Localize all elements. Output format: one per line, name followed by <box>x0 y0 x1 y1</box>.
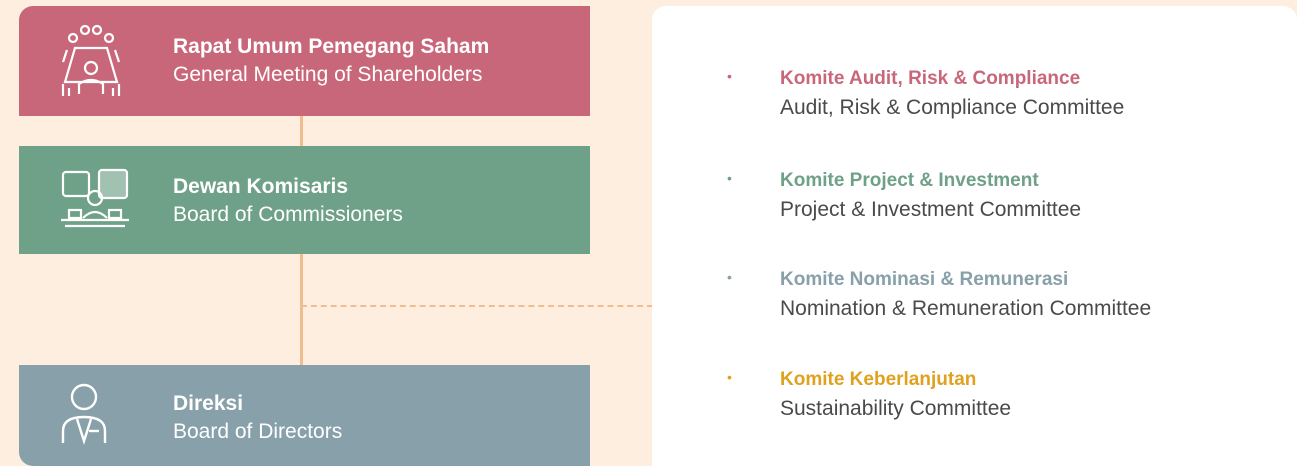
committee-title: Komite Project & Investment <box>780 170 1039 191</box>
committee-subtitle: Sustainability Committee <box>780 397 1012 420</box>
commissioners-subtitle: Board of Commissioners <box>173 203 403 226</box>
committee-title: Komite Nominasi & Remunerasi <box>780 269 1069 290</box>
gms-title: Rapat Umum Pemegang Saham <box>173 35 490 58</box>
meeting-table-icon <box>59 22 123 107</box>
connector-line <box>300 116 303 146</box>
commissioners-box: Dewan Komisaris Board of Commissioners <box>19 146 590 254</box>
gms-subtitle: General Meeting of Shareholders <box>173 63 483 86</box>
bullet-icon: • <box>727 68 732 84</box>
committee-subtitle: Nomination & Remuneration Committee <box>780 297 1152 320</box>
committee-subtitle: Audit, Risk & Compliance Committee <box>780 96 1125 119</box>
directors-subtitle: Board of Directors <box>173 420 343 443</box>
committee-subtitle: Project & Investment Committee <box>780 198 1082 221</box>
committees-panel: • Komite Audit, Risk & Compliance Audit,… <box>652 6 1297 466</box>
bullet-icon: • <box>727 369 732 385</box>
commissioners-title: Dewan Komisaris <box>173 175 349 198</box>
directors-title: Direksi <box>173 392 244 415</box>
connector-line <box>300 254 303 365</box>
gms-box: Rapat Umum Pemegang Saham General Meetin… <box>19 6 590 116</box>
bullet-icon: • <box>727 269 732 285</box>
bullet-icon: • <box>727 170 732 186</box>
director-person-icon <box>59 381 109 450</box>
committee-title: Komite Audit, Risk & Compliance <box>780 68 1081 89</box>
dashed-connector-line <box>301 305 653 307</box>
directors-box: Direksi Board of Directors <box>19 365 590 466</box>
committee-title: Komite Keberlanjutan <box>780 369 977 390</box>
board-presentation-icon <box>59 168 131 235</box>
